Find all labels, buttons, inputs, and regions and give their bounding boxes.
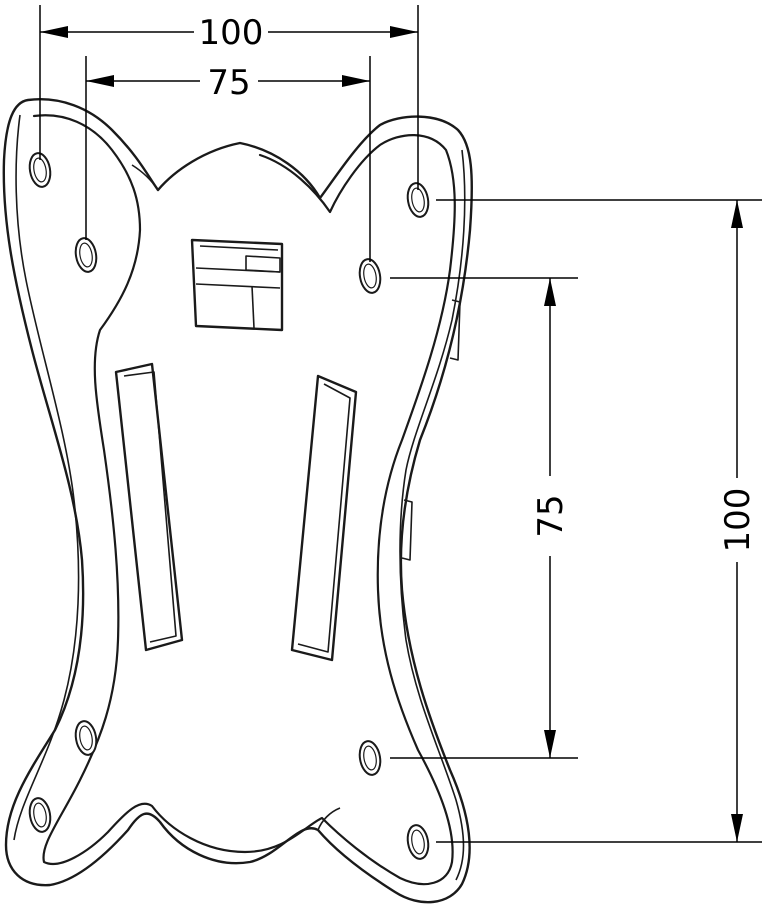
hole-75-top-left — [74, 237, 98, 273]
dimension-label-100-horizontal: 100 — [199, 13, 264, 53]
hole-75-top-right — [358, 258, 382, 294]
hole-100-bottom-left — [28, 797, 52, 833]
plate-side-lug-2 — [401, 499, 413, 561]
hole-75-bottom-right — [358, 740, 382, 776]
left-slot-inner — [123, 371, 177, 643]
left-slot — [114, 362, 184, 652]
right-slot — [290, 374, 358, 662]
mount-plate — [2, 98, 474, 904]
plate-left-rim — [13, 114, 80, 841]
mounting-holes — [28, 152, 430, 860]
arrowhead-75-bottom — [544, 730, 556, 758]
arrowhead-100-right — [390, 26, 418, 38]
plate-outer-outline — [2, 98, 474, 904]
hole-100-top-right — [406, 182, 430, 218]
dimension-label-75-vertical: 75 — [531, 494, 571, 537]
plate-inner-edge — [32, 114, 456, 886]
hole-75-bottom-left — [74, 720, 98, 756]
arrowhead-100-left — [40, 26, 68, 38]
slots — [114, 362, 358, 662]
latch-top-edge — [199, 245, 279, 251]
dimension-horizontal-100: 100 — [39, 5, 419, 190]
dimension-label-100-vertical: 100 — [718, 488, 758, 553]
arrowhead-75-right — [342, 75, 370, 87]
latch-outline — [190, 238, 284, 332]
plate-top-notch — [131, 164, 159, 191]
right-slot-inner — [297, 383, 351, 653]
arrowhead-100-bottom — [731, 814, 743, 842]
dimension-horizontal-75: 75 — [85, 56, 371, 262]
plate-bottom-notch — [317, 807, 341, 831]
plate-side-lug-1 — [449, 299, 461, 361]
dimension-vertical-75: 75 — [390, 277, 578, 759]
latch-tab — [245, 255, 281, 273]
dimension-label-75-horizontal: 75 — [207, 63, 250, 103]
plate-right-rim — [399, 149, 466, 881]
hole-100-top-left — [28, 152, 52, 188]
arrowhead-75-top — [544, 278, 556, 306]
latch-inner-line-2 — [195, 283, 281, 289]
arrowhead-100-top — [731, 200, 743, 228]
arrowhead-75-left — [86, 75, 114, 87]
dimension-vertical-100: 100 — [436, 199, 762, 843]
latch-block — [190, 238, 284, 332]
latch-inner-line-3 — [251, 285, 255, 329]
hole-100-bottom-right — [406, 824, 430, 860]
